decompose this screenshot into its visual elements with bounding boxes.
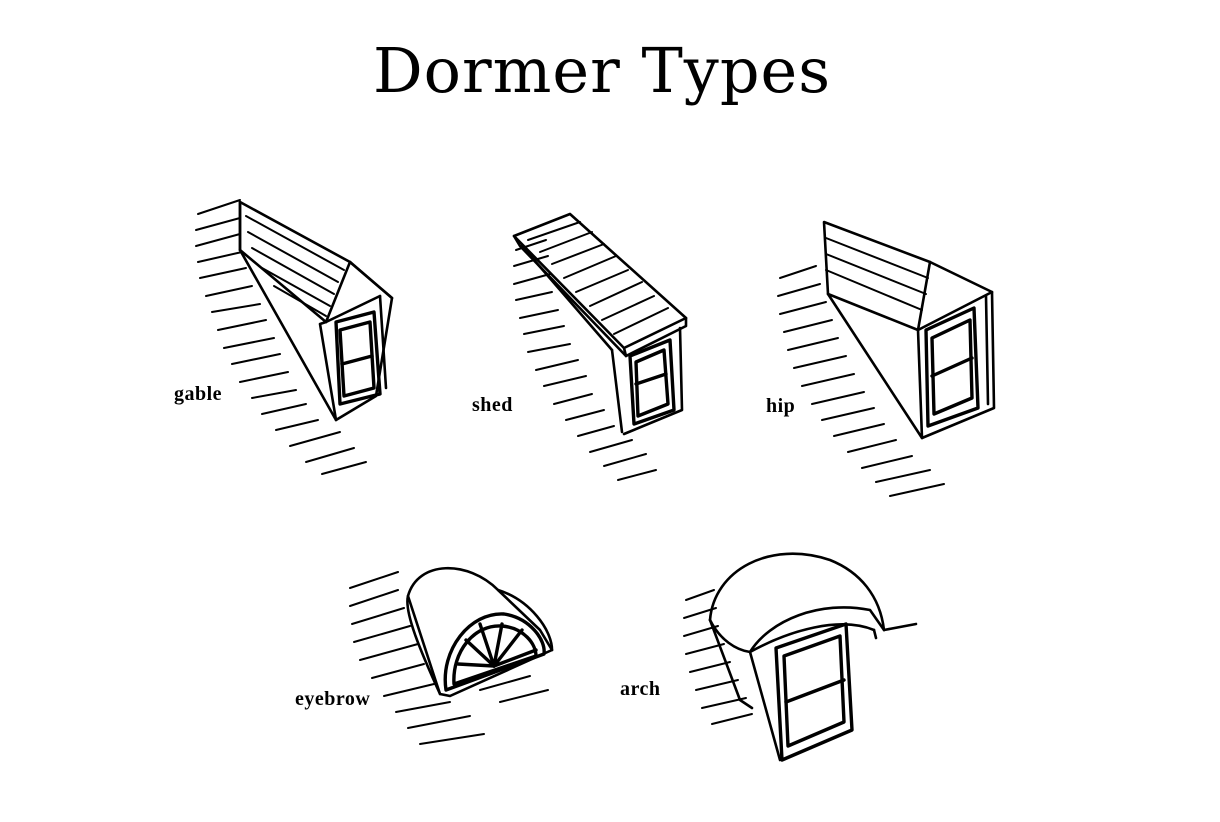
arch-roof-shingles [683,589,753,725]
arch-dormer-drawing [683,552,918,762]
hip-window [924,306,980,428]
gable-dormer-drawing [195,199,394,475]
shed-dormer-drawing [512,212,688,481]
hip-roof-lines [825,237,929,311]
eyebrow-window [443,612,546,692]
shed-window [628,338,676,426]
eyebrow-roof-shingles [349,571,549,745]
label-shed: shed [472,394,513,416]
label-gable: gable [174,383,223,405]
shed-roof-lines [527,221,669,335]
label-hip: hip [766,395,796,417]
gable-roof-lines [245,215,345,317]
hip-dormer-drawing [777,220,996,497]
arch-window [774,622,854,762]
gable-window [334,310,382,406]
eyebrow-dormer-drawing [349,566,554,745]
gable-roof-shingles [195,199,367,475]
hip-roof-shingles [777,265,945,497]
shed-roof-shingles [513,239,657,481]
page-title: Dormer Types [372,34,832,107]
label-eyebrow: eyebrow [295,688,371,710]
label-arch: arch [620,678,661,700]
